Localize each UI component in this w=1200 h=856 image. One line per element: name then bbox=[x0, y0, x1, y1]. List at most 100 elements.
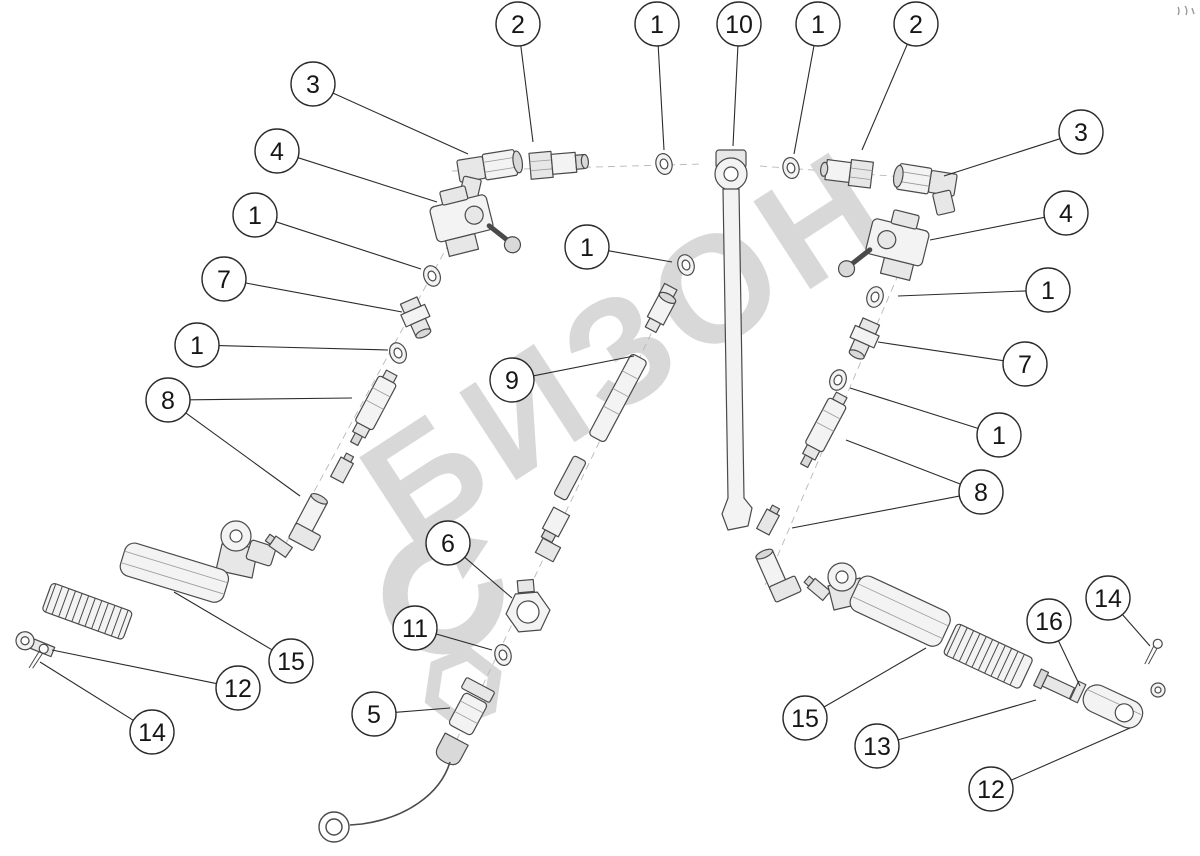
leader-line bbox=[877, 341, 1004, 362]
leader-line bbox=[861, 43, 908, 151]
callout-number: 3 bbox=[1074, 119, 1088, 147]
callout-number: 6 bbox=[441, 530, 455, 558]
callout-circle bbox=[958, 469, 1004, 515]
callout-15: 15 bbox=[268, 638, 314, 684]
callout-circle bbox=[495, 1, 541, 47]
callout-circle bbox=[1043, 190, 1089, 236]
part-elbow-right-lower bbox=[755, 548, 802, 603]
leader-line bbox=[520, 45, 534, 143]
callout-number: 1 bbox=[190, 332, 204, 360]
callout-number: 1 bbox=[811, 11, 825, 39]
callout-6: 6 bbox=[425, 520, 471, 566]
callout-number: 15 bbox=[791, 705, 819, 733]
callout-number: 7 bbox=[217, 266, 231, 294]
callout-number: 5 bbox=[367, 701, 381, 729]
leader-line bbox=[845, 439, 961, 485]
callout-4: 4 bbox=[1043, 190, 1089, 236]
part-washer bbox=[677, 254, 695, 276]
callout-number: 2 bbox=[511, 11, 525, 39]
leader-line bbox=[1122, 614, 1151, 647]
leader-line bbox=[1058, 640, 1081, 687]
part-washer bbox=[782, 156, 800, 180]
callout-circle bbox=[1026, 598, 1072, 644]
part-tube-lower-middle bbox=[553, 455, 587, 501]
part-washer bbox=[655, 153, 673, 175]
leader-line bbox=[608, 250, 673, 263]
callout-circle bbox=[893, 1, 939, 47]
leader-line bbox=[1010, 727, 1131, 781]
part-clevis-pin-right bbox=[1150, 682, 1166, 698]
callout-circle bbox=[232, 192, 278, 238]
callout-2: 2 bbox=[495, 1, 541, 47]
callout-12: 12 bbox=[215, 665, 261, 711]
part-fitting-left bbox=[399, 296, 432, 339]
callout-circle bbox=[489, 357, 535, 403]
callout-number: 4 bbox=[270, 138, 284, 166]
leader-line bbox=[395, 707, 451, 713]
callout-number: 3 bbox=[306, 71, 320, 99]
corner-mark bbox=[1177, 5, 1195, 16]
callout-4: 4 bbox=[254, 128, 300, 174]
part-hex-small-middle bbox=[534, 537, 562, 563]
part-nipple-fitting-top-left bbox=[528, 150, 590, 180]
callout-3: 3 bbox=[290, 61, 336, 107]
part-lever bbox=[714, 149, 753, 531]
callout-circle bbox=[976, 412, 1022, 458]
callout-1: 1 bbox=[232, 192, 278, 238]
leader-line bbox=[218, 345, 389, 351]
part-washer bbox=[866, 286, 884, 308]
callout-3: 3 bbox=[1058, 109, 1104, 155]
leader-line bbox=[732, 45, 739, 147]
callout-circle bbox=[290, 61, 336, 107]
part-top-fitting-middle bbox=[644, 291, 677, 334]
callout-circle bbox=[1025, 267, 1071, 313]
leader-line bbox=[436, 633, 493, 651]
leader-line bbox=[533, 355, 635, 377]
leader-line bbox=[332, 92, 469, 155]
callout-number: 16 bbox=[1035, 608, 1063, 636]
callout-number: 1 bbox=[992, 422, 1006, 450]
callout-circle bbox=[392, 605, 438, 651]
callout-number: 4 bbox=[1059, 200, 1073, 228]
callout-number: 8 bbox=[974, 479, 988, 507]
part-elbow-fitting-top-right bbox=[892, 163, 958, 216]
part-fitting-right bbox=[848, 317, 881, 360]
part-valve-left bbox=[429, 185, 522, 257]
callout-number: 1 bbox=[248, 202, 262, 230]
callout-14: 14 bbox=[129, 709, 175, 755]
leader-line bbox=[791, 495, 960, 529]
callout-2: 2 bbox=[893, 1, 939, 47]
callout-circle bbox=[425, 520, 471, 566]
callout-circle bbox=[795, 1, 841, 47]
callout-number: 1 bbox=[650, 11, 664, 39]
callout-5: 5 bbox=[351, 691, 397, 737]
parts-layer bbox=[15, 5, 1195, 843]
callout-number: 10 bbox=[725, 11, 753, 39]
part-actuator-left bbox=[15, 520, 293, 658]
leader-line bbox=[823, 647, 927, 708]
callout-number: 7 bbox=[1018, 351, 1032, 379]
part-cotter-pin-right bbox=[1144, 638, 1163, 665]
callout-1: 1 bbox=[795, 1, 841, 47]
callout-number: 9 bbox=[505, 367, 519, 395]
leader-line bbox=[657, 45, 665, 151]
part-rod-pin bbox=[1069, 680, 1087, 704]
leader-line bbox=[275, 221, 422, 270]
callout-circle bbox=[1002, 341, 1048, 387]
callout-1: 1 bbox=[1025, 267, 1071, 313]
callout-circle bbox=[782, 695, 828, 741]
part-hex-nut bbox=[505, 578, 551, 633]
callout-16: 16 bbox=[1026, 598, 1072, 644]
callout-circle bbox=[351, 691, 397, 737]
part-nozzle-right bbox=[800, 391, 848, 469]
callout-number: 12 bbox=[224, 675, 252, 703]
callout-circle bbox=[268, 638, 314, 684]
part-washer bbox=[389, 342, 407, 364]
callout-number: 1 bbox=[580, 234, 594, 262]
callout-circle bbox=[1085, 575, 1131, 621]
leader-line bbox=[189, 397, 353, 401]
callout-1: 1 bbox=[976, 412, 1022, 458]
leader-line bbox=[897, 290, 1027, 297]
